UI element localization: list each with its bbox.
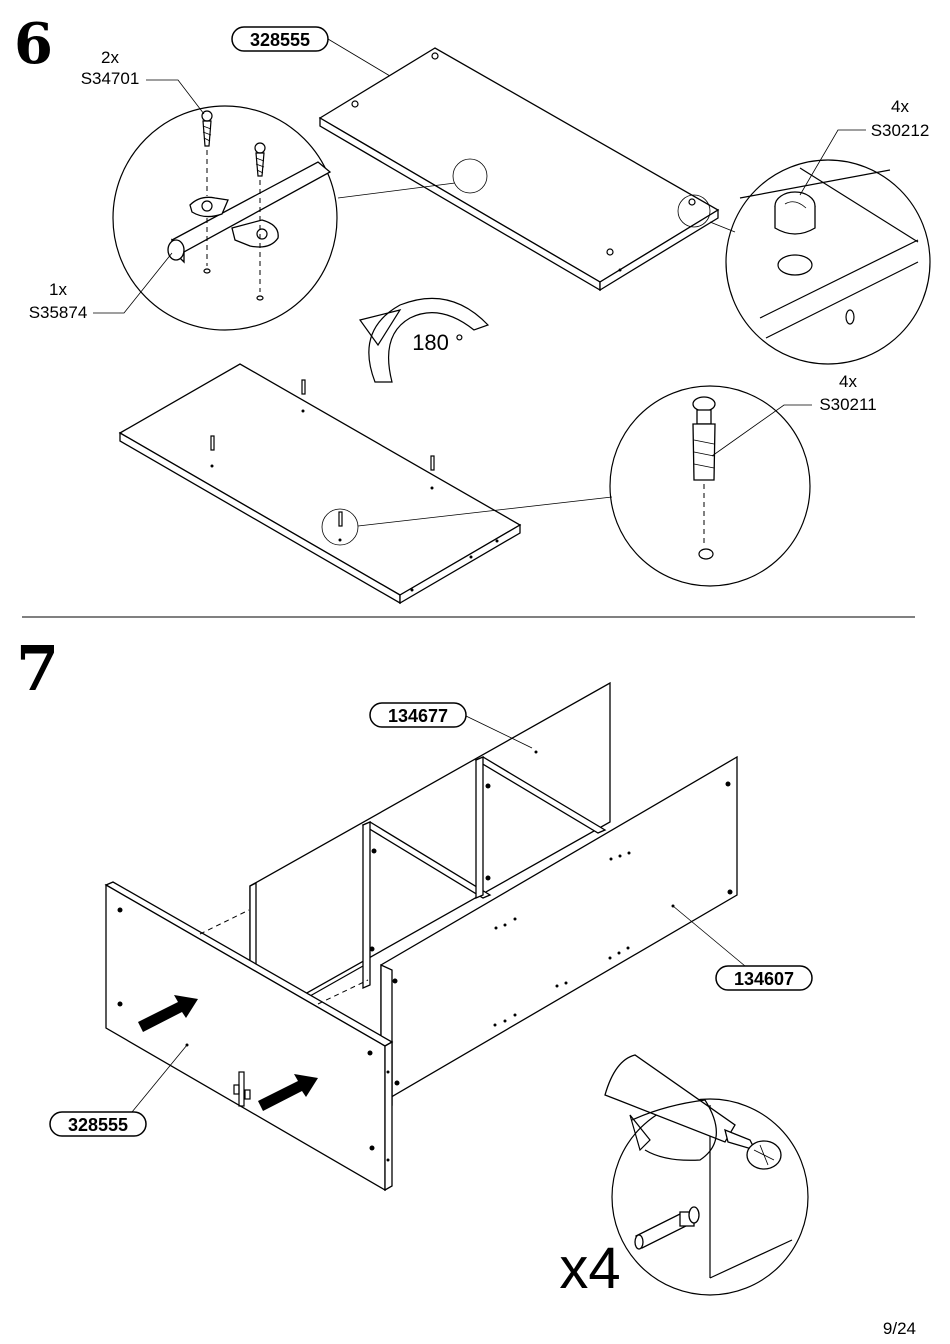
- part-qty: 2x: [101, 48, 119, 67]
- dowel-icon: [210, 379, 435, 542]
- part-callout-S34701: 2x S34701: [81, 48, 205, 115]
- part-qty: 1x: [49, 280, 67, 299]
- part-label-328555-top: 328555: [231, 26, 401, 83]
- handle-icon: [233, 1071, 251, 1107]
- part-callout-S35874: 1x S35874: [29, 252, 173, 322]
- part-label-134607: 134607: [672, 905, 813, 991]
- part-label-text: 134677: [388, 706, 448, 726]
- part-qty: 4x: [839, 372, 857, 391]
- panel-328555-flipped-board: [118, 363, 522, 605]
- push-arrow-icon: [138, 995, 198, 1032]
- cam-bolt-icon: [746, 1140, 782, 1170]
- panel-328555-top-board: [318, 47, 720, 292]
- screwdriver-icon: [604, 1054, 757, 1152]
- dowel-icon: [634, 1206, 700, 1250]
- rotation-label: 180 °: [412, 330, 464, 355]
- step-6-number: 6: [14, 11, 53, 77]
- dowel-icon: [692, 396, 716, 481]
- part-qty: 4x: [891, 97, 909, 116]
- detail-circle-screwdriver: [604, 1054, 809, 1296]
- part-code: S34701: [81, 69, 140, 88]
- part-code: S35874: [29, 303, 88, 322]
- part-label-text: 328555: [68, 1115, 128, 1135]
- push-arrow-icon: [258, 1074, 318, 1111]
- step-7-number: 7: [16, 632, 59, 705]
- part-code: S30212: [871, 121, 930, 140]
- part-callout-S30211: 4x S30211: [819, 372, 876, 414]
- part-label-134677: 134677: [369, 702, 533, 749]
- part-label-328555-bottom: 328555: [49, 1044, 188, 1137]
- cam-lock-icon: [774, 191, 816, 235]
- detail-circle-handle: [112, 105, 338, 331]
- part-label-text: 328555: [250, 30, 310, 50]
- screw-icon: [201, 110, 213, 147]
- part-callout-S30212: 4x S30212: [871, 97, 930, 140]
- panel-328555-front: [104, 881, 394, 1192]
- detail-circle-cam-lock: [725, 129, 931, 365]
- panel-divider-right: [474, 756, 607, 899]
- rotate-arrow-icon: 180 °: [358, 297, 490, 383]
- panel-divider-left: [361, 821, 492, 989]
- screw-icon: [254, 142, 266, 177]
- page-number: 9/24: [883, 1319, 916, 1338]
- part-label-text: 134607: [734, 969, 794, 989]
- detail-circle-dowel: [609, 385, 812, 587]
- cam-lock-icon: [351, 52, 696, 256]
- repeat-count-label: x4: [559, 1236, 620, 1301]
- part-code: S30211: [819, 395, 876, 414]
